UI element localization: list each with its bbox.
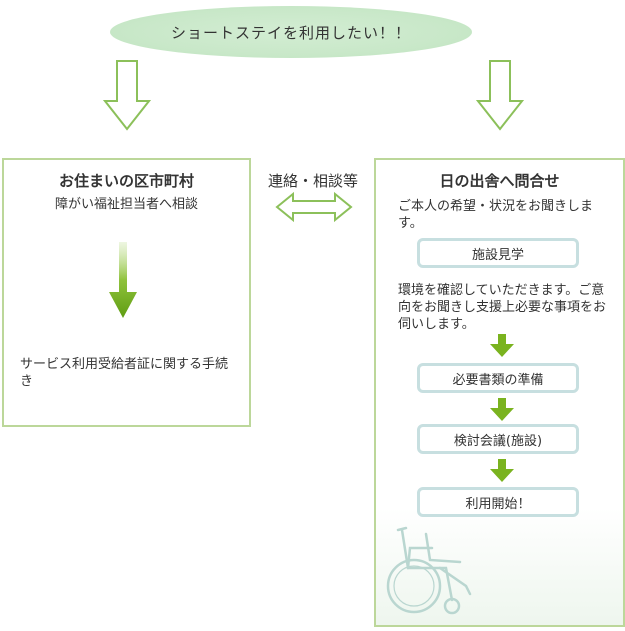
step-label: 必要書類の準備 (452, 372, 544, 388)
step-label: 施設見学 (471, 247, 524, 263)
green-down-arrow-icon (490, 459, 514, 482)
step-label: 利用開始！ (465, 496, 531, 512)
municipality-title: お住まいの区市町村 (58, 172, 194, 190)
step-start: 利用開始！ (417, 487, 579, 517)
double-headed-arrow-icon (275, 191, 353, 223)
hinodesha-title: 日の出舎へ問合せ (439, 172, 560, 190)
green-down-arrow-icon (490, 334, 514, 357)
step-meeting: 検討会議(施設) (417, 424, 579, 454)
after-visit-text: 環境を確認していただきます。ご意向をお聞きし支援上必要な事項をお伺いします。 (398, 283, 607, 332)
hollow-down-arrow-icon-right (476, 60, 524, 131)
municipality-subtitle: 障がい福祉担当者へ相談 (54, 197, 198, 212)
hollow-down-arrow-icon-left (103, 60, 151, 131)
intro-text: ご本人の希望・状況をお聞きします。 (398, 199, 594, 231)
step-visit: 施設見学 (417, 238, 579, 268)
connector-label: 連絡・相談等 (267, 172, 358, 190)
wheelchair-icon (386, 526, 472, 615)
step-documents: 必要書類の準備 (417, 363, 579, 393)
start-ellipse: ショートステイを利用したい！！ (110, 6, 472, 58)
green-down-arrow-icon (490, 398, 514, 421)
procedure-text: サービス利用受給者証に関する手続き (20, 357, 229, 389)
green-down-arrow-icon-left (109, 242, 137, 318)
start-title: ショートステイを利用したい！！ (170, 23, 411, 42)
step-label: 検討会議(施設) (453, 433, 543, 449)
